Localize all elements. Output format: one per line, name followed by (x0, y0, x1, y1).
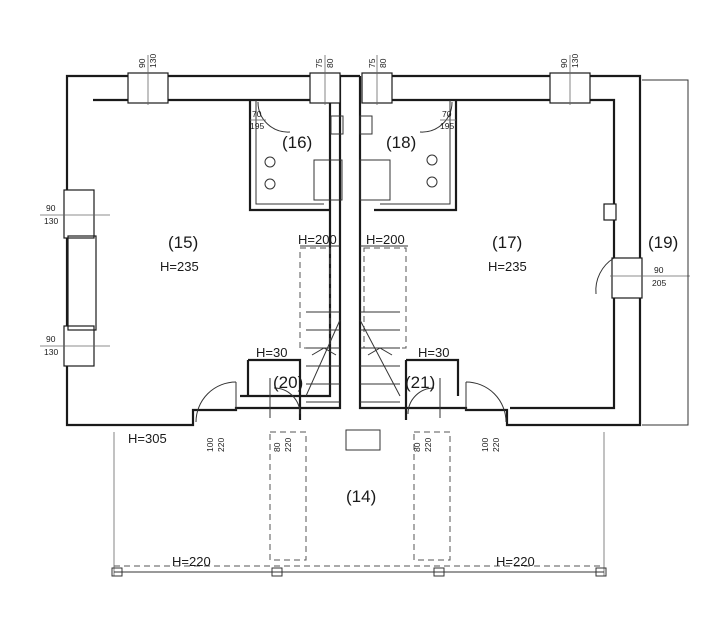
loft-outlines (299, 245, 408, 349)
room-19-label: (19) (648, 233, 678, 252)
porch (111, 431, 607, 577)
outer-walls (65, 74, 642, 427)
front-doors (195, 381, 507, 423)
room-15-label: (15) (168, 233, 198, 252)
room-15-height: H=235 (160, 259, 199, 274)
dim-right-door-h: 205 (652, 278, 666, 288)
dim-top-right-h: 130 (570, 54, 580, 68)
dim-top-left-w: 90 (137, 58, 147, 68)
dim-bath-right-w: 70 (442, 109, 452, 119)
dim-top-mid-right-h: 80 (378, 58, 388, 68)
dim-front-right-h: 220 (491, 438, 501, 452)
closet-right-height: H=30 (418, 345, 449, 360)
dim-front-mid-right-h: 220 (423, 438, 433, 452)
dim-left-lower-h: 130 (44, 347, 58, 357)
opening-dims: 90 130 75 80 75 80 90 130 70 195 70 195 … (44, 54, 666, 452)
loft-left-height: H=200 (298, 232, 337, 247)
dim-left-upper-h: 130 (44, 216, 58, 226)
dim-front-left-w: 100 (205, 438, 215, 452)
closet-left-height: H=30 (256, 345, 287, 360)
porch-roof-height: H=305 (128, 431, 167, 446)
stairs (305, 311, 401, 403)
dim-front-right-w: 100 (480, 438, 490, 452)
right-door (595, 79, 690, 426)
dim-right-door-w: 90 (654, 265, 664, 275)
dim-bath-left-w: 70 (252, 109, 262, 119)
porch-left-height: H=220 (172, 554, 211, 569)
entry-step (345, 429, 381, 451)
top-windows (127, 55, 591, 105)
bathroom-left (248, 100, 344, 212)
dim-left-lower-w: 90 (46, 334, 56, 344)
dim-top-mid-left-h: 80 (325, 58, 335, 68)
dim-top-mid-left-w: 75 (314, 58, 324, 68)
room-16-label: (16) (282, 133, 312, 152)
dim-top-right-w: 90 (559, 58, 569, 68)
left-windows (40, 189, 110, 367)
room-20-label: (20) (273, 373, 303, 392)
room-21-label: (21) (405, 373, 435, 392)
dim-front-left-h: 220 (216, 438, 226, 452)
room-17-label: (17) (492, 233, 522, 252)
dim-front-mid-left-w: 80 (272, 442, 282, 452)
porch-right-height: H=220 (496, 554, 535, 569)
room-17-height: H=235 (488, 259, 527, 274)
dim-left-upper-w: 90 (46, 203, 56, 213)
dim-bath-left-h: 195 (250, 121, 264, 131)
room-18-label: (18) (386, 133, 416, 152)
room-14-label: (14) (346, 487, 376, 506)
dim-bath-right-h: 195 (440, 121, 454, 131)
loft-right-height: H=200 (366, 232, 405, 247)
dim-top-left-h: 130 (148, 54, 158, 68)
closets (246, 358, 460, 420)
dim-front-mid-left-h: 220 (283, 438, 293, 452)
dim-front-mid-right-w: 80 (412, 442, 422, 452)
dim-top-mid-right-w: 75 (367, 58, 377, 68)
bathroom-right (359, 100, 458, 212)
